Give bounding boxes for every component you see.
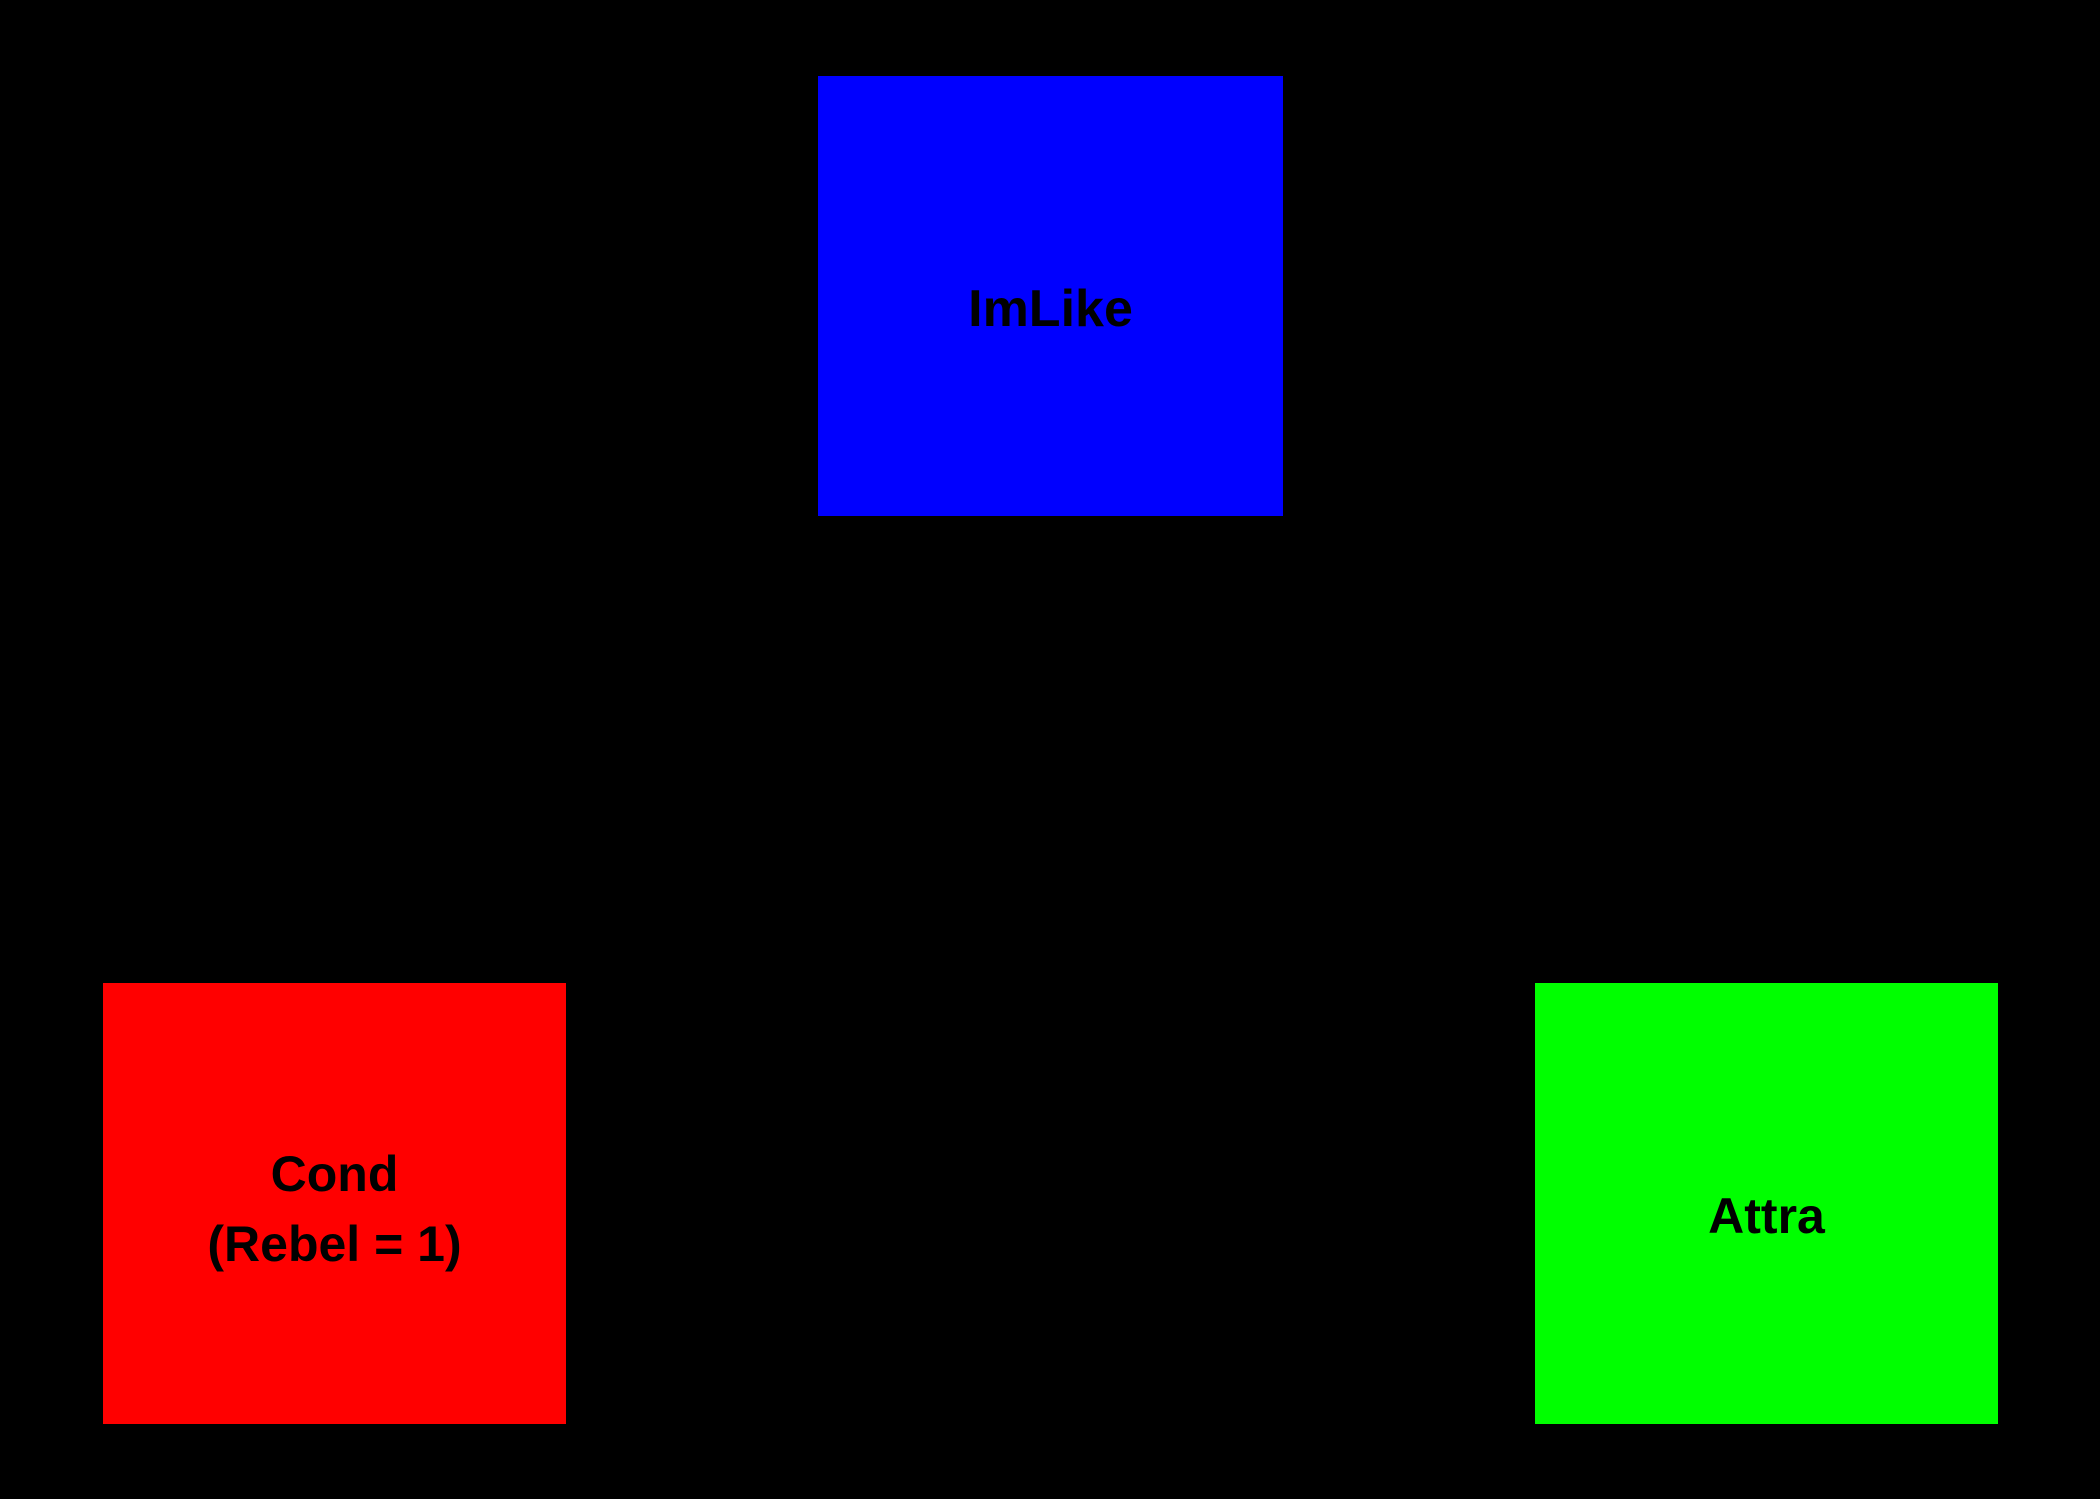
node-cond[interactable]: Cond (Rebel = 1): [103, 983, 566, 1424]
node-attra-label: Attra: [1708, 1187, 1825, 1244]
node-cond-label-primary: Cond: [270, 1145, 399, 1202]
node-imlike-label: ImLike: [968, 280, 1133, 338]
node-attra[interactable]: Attra: [1535, 983, 1998, 1424]
node-imlike[interactable]: ImLike: [818, 76, 1283, 516]
node-cond-label-condition: (Rebel = 1): [207, 1215, 462, 1272]
